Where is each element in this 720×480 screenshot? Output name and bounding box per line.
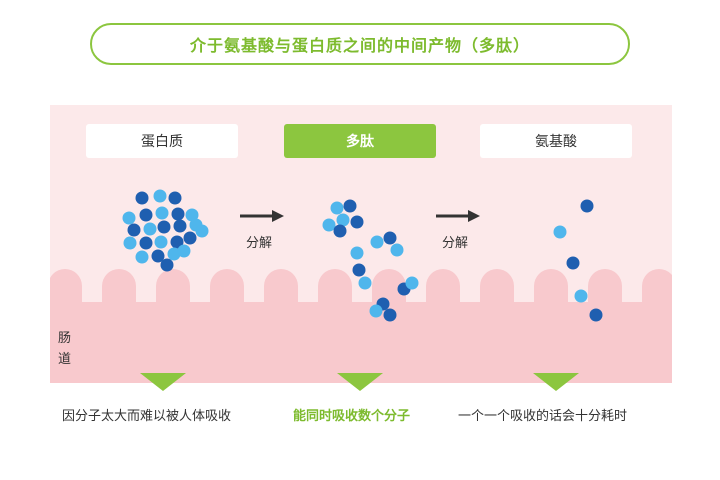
molecule-dot-20 [151,249,165,263]
molecule-dot-26 [343,199,357,213]
gut-label-char-1: 肠 [58,331,72,346]
molecule-dot-12 [173,219,187,233]
molecule-dot-32 [383,231,397,245]
title-banner: 介于氨基酸与蛋白质之间的中间产物（多肽） [90,23,630,65]
molecule-dot-28 [350,215,364,229]
diagram-title: 介于氨基酸与蛋白质之间的中间产物（多肽） [189,36,530,55]
molecule-dot-41 [383,308,397,322]
molecule-dot-8 [185,208,199,222]
molecule-dot-18 [183,231,197,245]
molecule-dot-27 [336,213,350,227]
caption-amino-acid: 一个一个吸收的话会十分耗时 [458,409,628,424]
intestine-scene [50,189,672,383]
molecule-dot-23 [160,258,174,272]
molecule-dot-16 [154,235,168,249]
arrow-label-1: 分解 [246,236,273,251]
molecule-dot-10 [143,222,157,236]
molecule-dot-43 [553,225,567,239]
molecule-dot-11 [157,220,171,234]
molecule-dot-17 [170,235,184,249]
stage-label-peptide: 多肽 [284,124,436,158]
caption-peptide: 能同时吸收数个分子 [293,409,411,424]
molecule-dot-33 [390,243,404,257]
arrow-2-icon [436,210,480,222]
molecule-dot-21 [167,247,181,261]
molecule-dot-35 [352,263,366,277]
molecule-dot-2 [153,189,167,203]
stage-label-protein: 蛋白质 [86,124,238,158]
molecule-dot-40 [369,304,383,318]
molecule-dot-30 [333,224,347,238]
molecule-layer [122,189,603,322]
molecule-dot-46 [589,308,603,322]
caption-protein: 因分子太大而难以被人体吸收 [62,409,232,424]
molecule-dot-24 [195,224,209,238]
pointer-triangle-2 [337,373,383,391]
molecule-dot-38 [405,276,419,290]
molecule-dot-14 [123,236,137,250]
molecule-dot-3 [168,191,182,205]
molecule-dot-31 [370,235,384,249]
intestine-wall [50,269,672,383]
diagram-panel: 蛋白质 多肽 氨基酸 分解 分解 肠 道 [50,105,672,383]
pointer-triangle-1 [140,373,186,391]
molecule-dot-6 [155,206,169,220]
molecule-dot-9 [127,223,141,237]
pointer-triangle-3 [533,373,579,391]
arrow-label-2: 分解 [442,236,469,251]
molecule-dot-1 [135,191,149,205]
molecule-dot-22 [177,244,191,258]
arrow-1-icon [240,210,284,222]
molecule-dot-25 [330,201,344,215]
molecule-dot-5 [139,208,153,222]
molecule-dot-45 [574,289,588,303]
molecule-dot-7 [171,207,185,221]
molecule-dot-36 [358,276,372,290]
molecule-dot-34 [350,246,364,260]
molecule-dot-15 [139,236,153,250]
stage-label-amino-acid: 氨基酸 [480,124,632,158]
gut-label-char-2: 道 [58,352,72,367]
molecule-dot-42 [580,199,594,213]
molecule-dot-19 [135,250,149,264]
molecule-dot-44 [566,256,580,270]
molecule-dot-29 [322,218,336,232]
molecule-dot-4 [122,211,136,225]
